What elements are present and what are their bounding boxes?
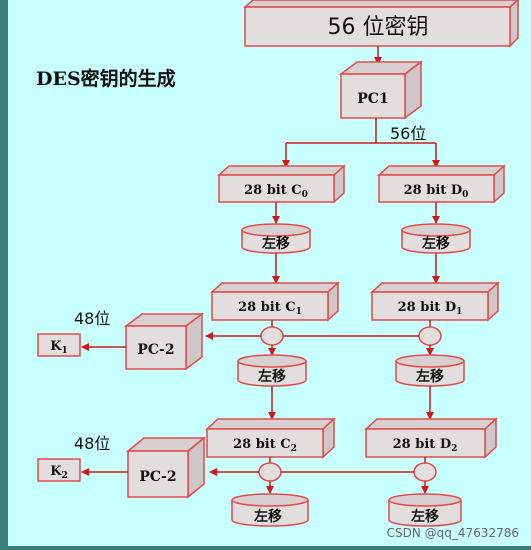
k2-label: K [50, 464, 62, 479]
des-key-diagram: 56 位密钥 PC1 56位 28 bit C0 [37, 0, 520, 527]
svg-text:K1: K1 [50, 339, 68, 356]
diagram-title: DES密钥的生成 [36, 68, 176, 90]
shift-label: 左移 [421, 235, 450, 252]
svg-text:28 bit D1: 28 bit D1 [398, 300, 463, 317]
watermark: CSDN @qq_47632786 [386, 526, 519, 540]
c0-label: 28 bit C [244, 183, 302, 198]
shift-label: 左移 [253, 508, 282, 525]
d1-label: 28 bit D [398, 300, 456, 315]
c0-box: 28 bit C0 [217, 164, 346, 204]
junction-d2 [413, 462, 437, 482]
c2-label: 28 bit C [233, 437, 291, 452]
key-56-box: 56 位密钥 [243, 0, 520, 48]
d0-label: 28 bit D [404, 183, 462, 198]
junction-d1 [418, 326, 442, 346]
d0-box: 28 bit D0 [377, 164, 506, 204]
k1-subscript: 1 [62, 346, 68, 356]
svg-text:28 bit C1: 28 bit C1 [238, 300, 302, 317]
pc2-box-1: PC-2 [123, 312, 205, 371]
shift-cylinder-c2: 左移 [237, 354, 307, 387]
d1-box: 28 bit D1 [370, 281, 500, 322]
key-56-label: 56 位密钥 [328, 15, 429, 40]
svg-text:28 bit C0: 28 bit C0 [244, 183, 308, 200]
pc2-label: PC-2 [139, 469, 176, 485]
d1-subscript: 1 [456, 307, 462, 317]
k1-box: K1 [37, 333, 81, 357]
shift-cylinder-d1: 左移 [401, 223, 471, 254]
shift-label: 左移 [261, 235, 290, 252]
d2-box: 28 bit D2 [364, 417, 498, 459]
c2-box: 28 bit C2 [205, 417, 336, 459]
c1-label: 28 bit C [238, 300, 296, 315]
k2-box: K2 [37, 458, 81, 482]
pc1-label: PC1 [357, 91, 388, 107]
c1-box: 28 bit C1 [210, 281, 340, 322]
pc2-box-2: PC-2 [125, 436, 207, 499]
d2-label: 28 bit D [393, 437, 451, 452]
k1-label: K [50, 339, 62, 354]
shift-cylinder-d2: 左移 [395, 354, 465, 387]
shift-label: 左移 [257, 368, 286, 385]
svg-text:28 bit C2: 28 bit C2 [233, 437, 297, 454]
bits-48-label-2: 48位 [74, 434, 110, 453]
bits-48-label-1: 48位 [74, 309, 110, 328]
d2-subscript: 2 [451, 444, 457, 454]
svg-text:28 bit D0: 28 bit D0 [404, 183, 469, 200]
shift-cylinder-c1: 左移 [241, 223, 311, 254]
d0-subscript: 0 [462, 190, 468, 200]
shift-cylinder-c3: 左移 [231, 493, 309, 527]
pc2-label: PC-2 [137, 342, 174, 358]
shift-label: 左移 [415, 368, 444, 385]
shift-label: 左移 [410, 508, 439, 525]
k2-subscript: 2 [62, 471, 68, 481]
svg-text:28 bit D2: 28 bit D2 [393, 437, 458, 454]
junction-c2 [258, 462, 282, 482]
shift-cylinder-d3: 左移 [388, 493, 462, 527]
bits-56-label: 56位 [390, 124, 426, 143]
pc1-box: PC1 [338, 60, 424, 120]
c2-subscript: 2 [291, 444, 297, 454]
junction-c1 [260, 326, 284, 346]
c0-subscript: 0 [302, 190, 308, 200]
c1-subscript: 1 [296, 307, 302, 317]
svg-text:K2: K2 [50, 464, 68, 481]
